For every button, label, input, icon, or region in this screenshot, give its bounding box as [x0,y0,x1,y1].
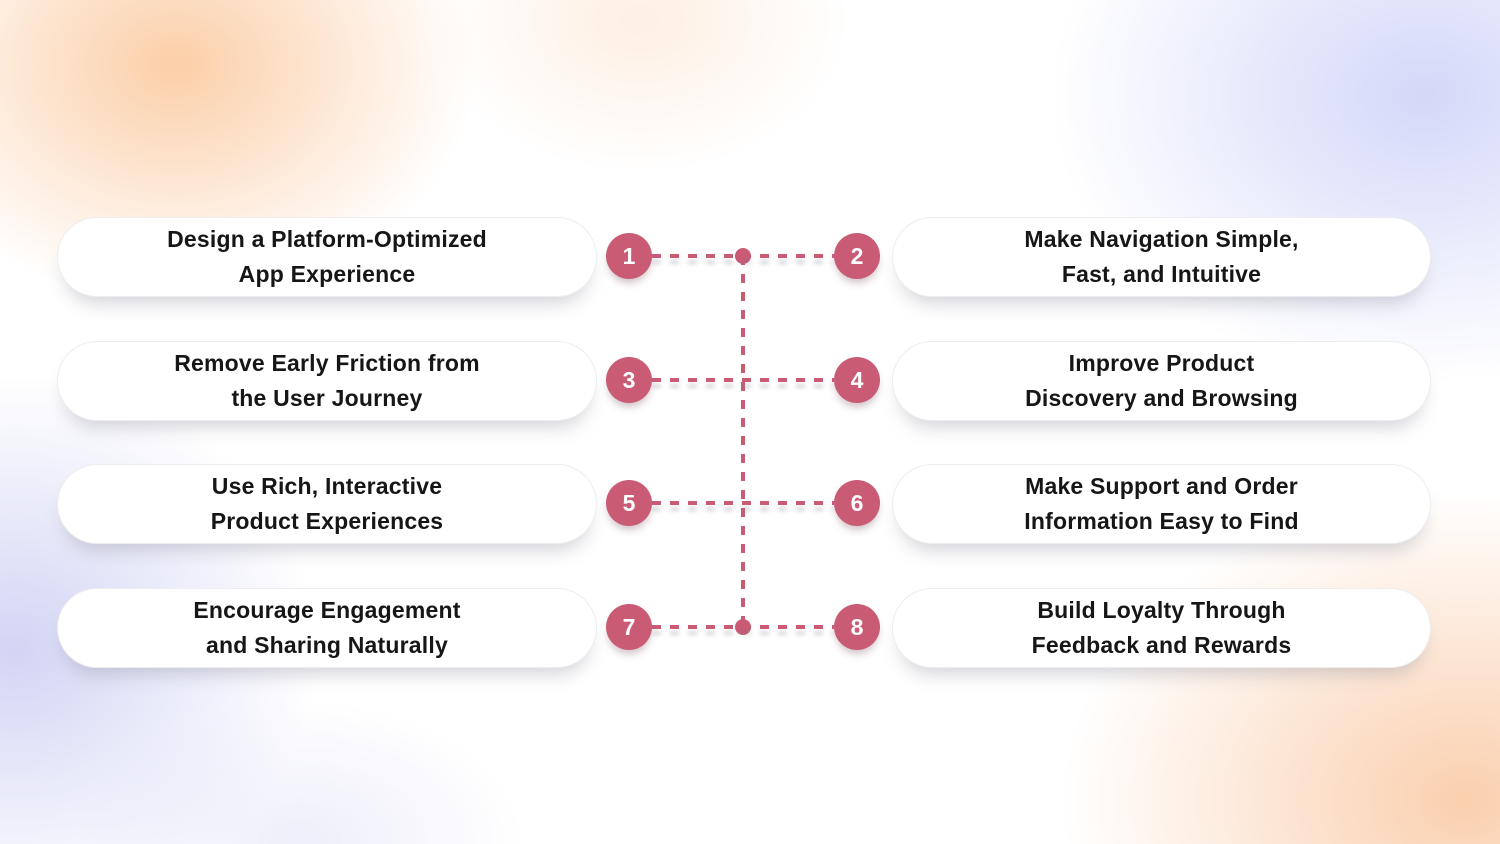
connector-horizontal-line-row4 [652,625,834,629]
step-3-label: Remove Early Friction from the User Jour… [174,350,480,411]
connector-vertical-line [741,256,745,627]
step-4-label: Improve Product Discovery and Browsing [1025,350,1298,411]
step-5-label: Use Rich, Interactive Product Experience… [210,473,444,534]
step-4-number-badge: 4 [834,357,880,403]
step-6-number-badge: 6 [834,480,880,526]
step-8-number-badge: 8 [834,604,880,650]
step-4-card: Improve Product Discovery and Browsing [892,341,1431,421]
step-2-number-badge: 2 [834,233,880,279]
step-3-number-badge: 3 [606,357,652,403]
connector-horizontal-line-row3 [652,501,834,505]
step-8-card: Build Loyalty Through Feedback and Rewar… [892,588,1431,668]
connector-horizontal-line-row2 [652,378,834,382]
step-6-card: Make Support and Order Information Easy … [892,464,1431,544]
step-1-number-badge: 1 [606,233,652,279]
step-1-card: Design a Platform-Optimized App Experien… [57,217,597,297]
step-5-number-badge: 5 [606,480,652,526]
step-7-number-badge: 7 [606,604,652,650]
step-8-label: Build Loyalty Through Feedback and Rewar… [1031,597,1292,658]
step-3-card: Remove Early Friction from the User Jour… [57,341,597,421]
step-7-card: Encourage Engagement and Sharing Natural… [57,588,597,668]
step-7-label: Encourage Engagement and Sharing Natural… [193,597,461,658]
step-1-label: Design a Platform-Optimized App Experien… [167,226,487,287]
connector-horizontal-line-row1 [652,254,834,258]
step-2-card: Make Navigation Simple, Fast, and Intuit… [892,217,1431,297]
step-6-label: Make Support and Order Information Easy … [1024,473,1299,534]
step-2-label: Make Navigation Simple, Fast, and Intuit… [1024,226,1299,287]
step-5-card: Use Rich, Interactive Product Experience… [57,464,597,544]
